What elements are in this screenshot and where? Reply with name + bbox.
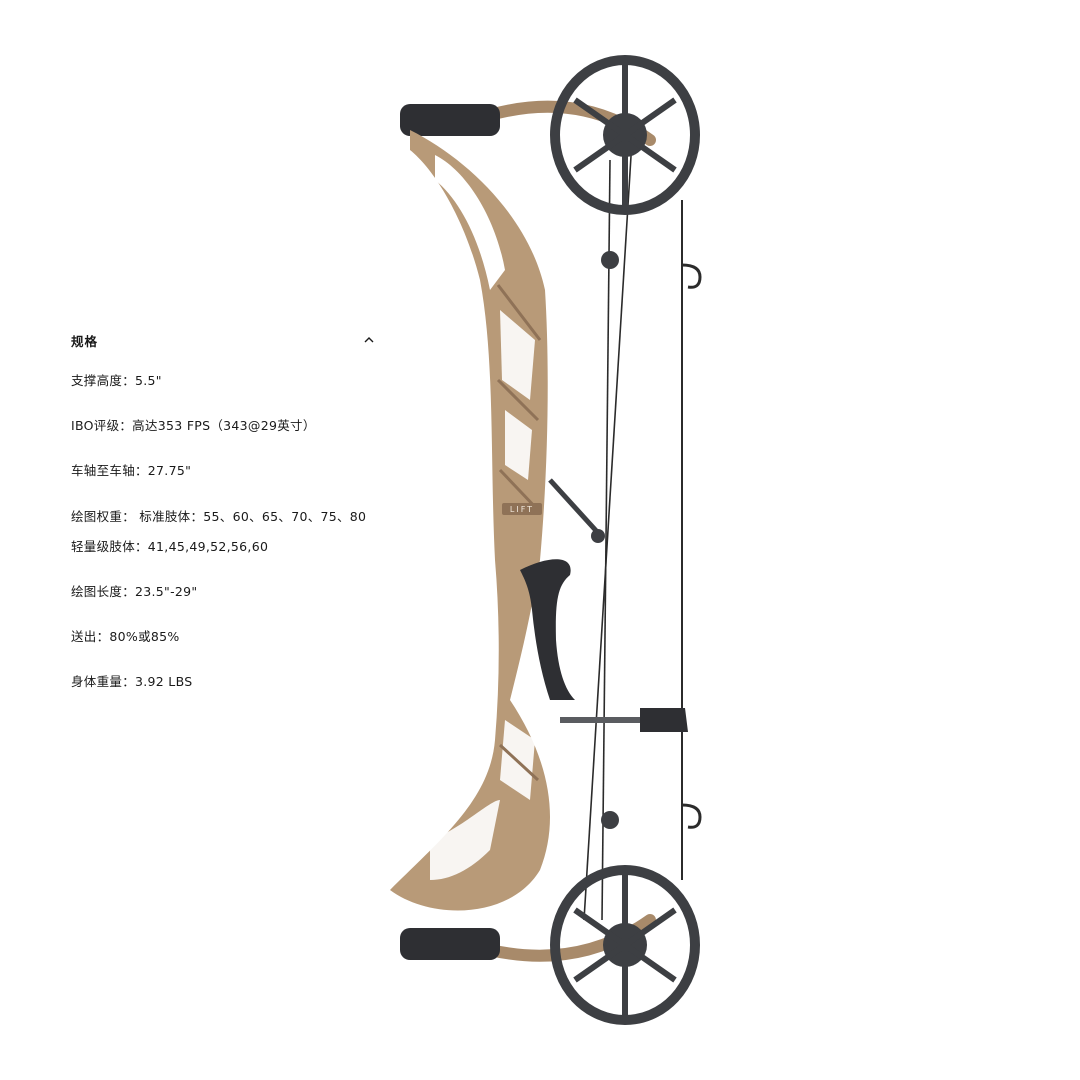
stabilizer-end bbox=[640, 708, 688, 732]
spec-draw-weight: 绘图权重： 标准肢体：55、60、65、70、75、80 bbox=[71, 509, 367, 524]
compound-bow-illustration: LIFT bbox=[390, 55, 702, 1025]
riser-cutout-1 bbox=[435, 155, 505, 290]
upper-d-loop bbox=[681, 263, 702, 289]
spec-ibo-rating: IBO评级：高达353 FPS（343@29英寸） bbox=[71, 418, 316, 433]
upper-cam-spokes bbox=[573, 65, 677, 205]
spec-let-off: 送出：80%或85% bbox=[71, 629, 180, 644]
riser-cutout-2 bbox=[500, 310, 535, 400]
cable-guard bbox=[548, 478, 602, 537]
compound-bow-image: LIFT bbox=[370, 40, 710, 1040]
cable-slide bbox=[591, 529, 605, 543]
lower-d-loop bbox=[681, 803, 702, 829]
riser-struts bbox=[496, 284, 542, 782]
spec-title: 规格 bbox=[71, 333, 99, 349]
chevron-up-icon[interactable] bbox=[362, 333, 376, 347]
upper-idler bbox=[601, 251, 619, 269]
cable-2 bbox=[601, 159, 611, 921]
lower-cam bbox=[550, 865, 700, 1025]
lower-idler bbox=[601, 811, 619, 829]
upper-limb-pocket bbox=[400, 104, 500, 136]
spec-draw-length: 绘图长度：23.5"-29" bbox=[71, 584, 198, 599]
riser-label: LIFT bbox=[510, 505, 534, 514]
cable-1 bbox=[583, 139, 633, 921]
spec-accordion-header[interactable]: 规格 bbox=[71, 330, 376, 350]
upper-cam bbox=[550, 55, 700, 215]
riser-label-plate bbox=[502, 503, 542, 515]
spec-lightweight-limbs: 轻量级肢体：41,45,49,52,56,60 bbox=[71, 539, 269, 554]
lower-limb-pocket bbox=[400, 928, 500, 960]
spec-axle-to-axle: 车轴至车轴：27.75" bbox=[71, 463, 192, 478]
riser-cutout-5 bbox=[430, 800, 500, 880]
spec-brace-height: 支撑高度：5.5" bbox=[71, 373, 162, 388]
spec-body-weight: 身体重量：3.92 LBS bbox=[71, 674, 193, 689]
spec-accordion: 规格 支撑高度：5.5" IBO评级：高达353 FPS（343@29英寸） 车… bbox=[71, 330, 376, 689]
lower-cam-spokes bbox=[573, 875, 677, 1015]
grip bbox=[520, 559, 575, 700]
riser-cutout-3 bbox=[505, 410, 532, 480]
